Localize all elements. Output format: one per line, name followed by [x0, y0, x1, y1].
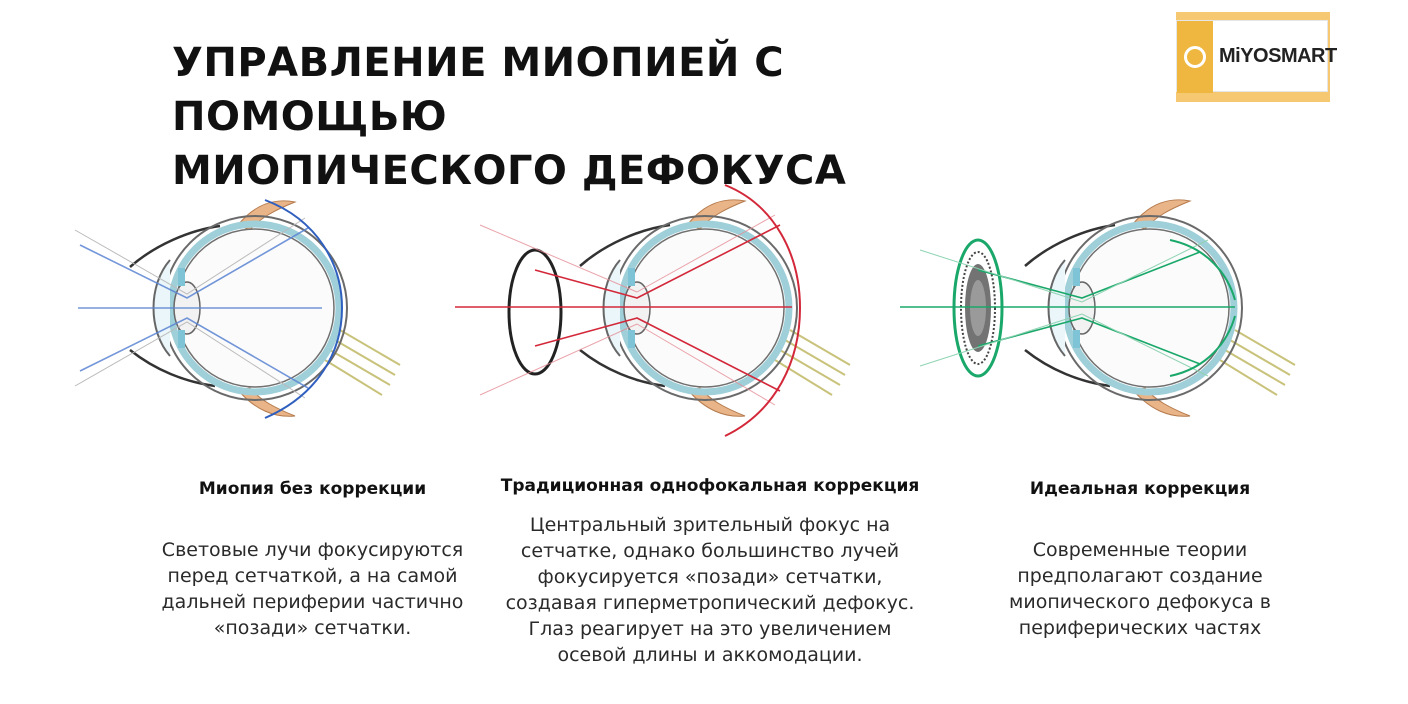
light-rays: [455, 224, 792, 392]
miyosmart-logo: MiYOSMART: [1176, 12, 1337, 102]
iris-lower: [1073, 330, 1080, 348]
panel-3-line: предполагают создание: [1017, 565, 1263, 587]
panel-1-text: Световые лучи фокусируются перед сетчатк…: [120, 537, 505, 641]
panel-3-line: Современные теории: [1032, 539, 1248, 561]
iris-upper: [178, 268, 185, 286]
panel-2-text: Центральный зрительный фокус на сетчатке…: [470, 512, 950, 668]
focus-arc-lower: [1169, 315, 1236, 377]
focus-arc-upper: [1169, 239, 1236, 301]
iris-lower: [178, 330, 185, 348]
eyeball-choroid: [1062, 220, 1238, 396]
panel-2-line: Глаз реагирует на это увеличением: [528, 618, 892, 640]
single-vision-lens: [507, 248, 563, 376]
crystalline-lens: [1068, 281, 1096, 335]
panel-2-line: осевой длины и аккомодации.: [557, 644, 863, 666]
light-rays: [78, 227, 322, 389]
panel-3-text: Современные теории предполагают создание…: [960, 537, 1320, 641]
optic-nerve: [324, 329, 401, 396]
title-line-2: МИОПИЧЕСКОГО ДЕФОКУСА: [172, 148, 847, 194]
peripheral-rays: [919, 239, 1209, 377]
peripheral-rays: [479, 214, 776, 406]
panel-2-heading: Традиционная однофокальная коррекция: [500, 476, 920, 496]
optic-nerve: [774, 329, 851, 396]
focus-shell: [264, 199, 344, 419]
logo-text: MiYOSMART: [1219, 45, 1337, 67]
panel-2-line: фокусируется «позади» сетчатки,: [537, 566, 883, 588]
page-title: УПРАВЛЕНИЕ МИОПИЕЙ С ПОМОЩЬЮ МИОПИЧЕСКОГ…: [172, 36, 1072, 198]
panel-1-line: перед сетчаткой, а на самой: [167, 565, 458, 587]
eye-diagram-single-vision: [455, 184, 851, 437]
peripheral-rays: [74, 217, 306, 399]
eyeball-choroid: [617, 220, 793, 396]
panel-2-line: сетчатке, однако большинство лучей: [520, 540, 900, 562]
panel-3-line: периферических частях: [1018, 617, 1262, 639]
iris-upper: [1073, 268, 1080, 286]
eye-diagram-uncorrected: [74, 199, 401, 419]
iris-upper: [628, 268, 635, 286]
panel-3-line: миопического дефокуса в: [1009, 591, 1271, 613]
panel-2-line: создавая гиперметропический дефокус.: [505, 592, 915, 614]
panel-2-line: Центральный зрительный фокус на: [529, 514, 891, 536]
panel-1-line: Световые лучи фокусируются: [161, 539, 464, 561]
iris-lower: [628, 330, 635, 348]
crystalline-lens: [623, 281, 651, 335]
focus-shell: [724, 184, 802, 437]
eye-diagram-ideal: [900, 199, 1296, 417]
title-line-1: УПРАВЛЕНИЕ МИОПИЕЙ С ПОМОЩЬЮ: [172, 40, 785, 140]
logo-card: MiYOSMART: [1176, 20, 1337, 93]
panel-1-heading: Миопия без коррекции: [198, 479, 427, 499]
defocus-lens: [952, 238, 1004, 378]
cornea: [1047, 259, 1066, 357]
panel-3-heading: Идеальная коррекция: [1029, 479, 1251, 499]
logo-badge: [1177, 21, 1213, 93]
panel-1-line: «позади» сетчатки.: [213, 617, 412, 639]
panel-1-line: дальней периферии частично: [161, 591, 464, 613]
logo-ring-icon: [1184, 46, 1206, 68]
cornea: [602, 259, 621, 357]
optic-nerve: [1219, 329, 1296, 396]
